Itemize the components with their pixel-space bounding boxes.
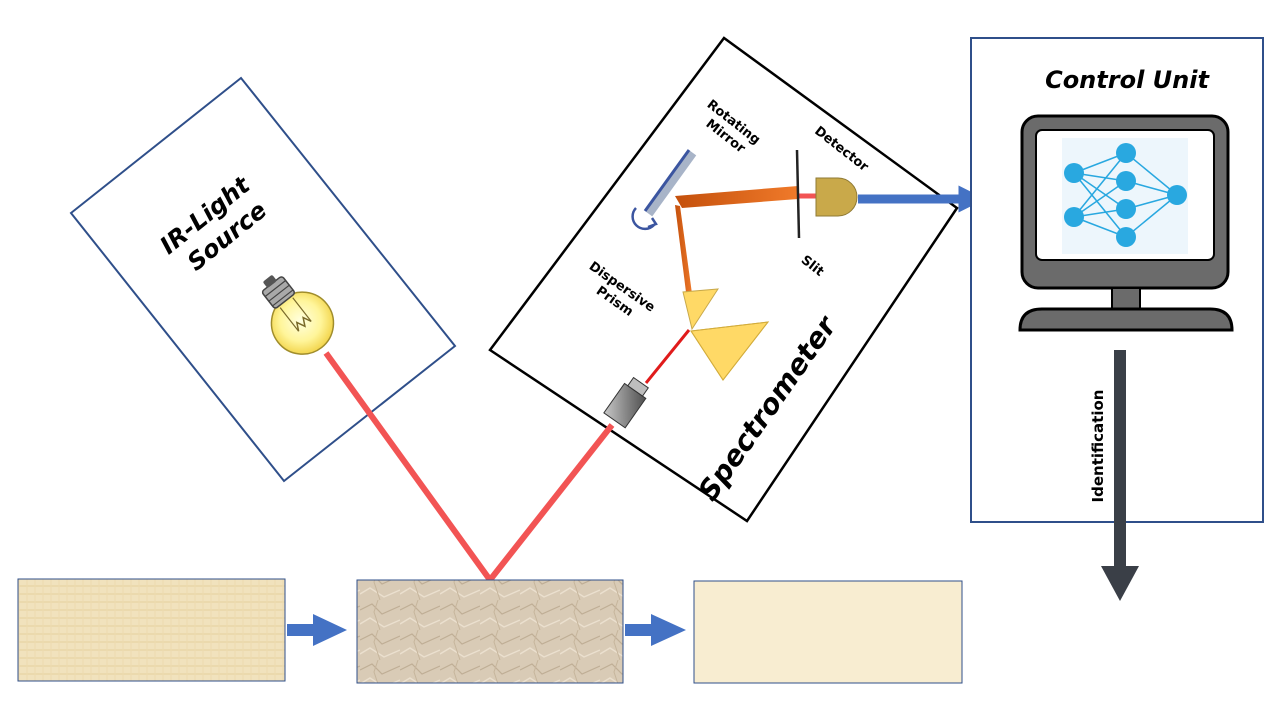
rotating-mirror [643, 149, 697, 217]
slit [795, 149, 801, 239]
crumpled-paper-sample [356, 579, 624, 684]
ir-light-source-box: IR-Light Source [69, 76, 457, 483]
sample-flow-arrow-1 [287, 614, 347, 646]
papyrus-sample [17, 578, 286, 682]
lens-icon [603, 376, 649, 429]
incident-ir-beam [323, 351, 493, 582]
sample-flow-arrow-2 [625, 614, 686, 646]
light-bulb-icon [261, 275, 335, 355]
identification-label: Identification [1089, 390, 1107, 503]
internal-beam [644, 186, 818, 384]
neural-network-icon [1062, 138, 1188, 254]
identification-arrow [1101, 350, 1139, 601]
detector [815, 177, 858, 217]
spectrometer-box: Spectrometer Rotating Mirror Dispersive … [488, 36, 959, 523]
parchment-sample [693, 580, 963, 684]
reflected-ir-beam [487, 423, 615, 582]
control-unit-label: Control Unit [1045, 66, 1210, 94]
rotate-arrow-icon [631, 207, 658, 231]
